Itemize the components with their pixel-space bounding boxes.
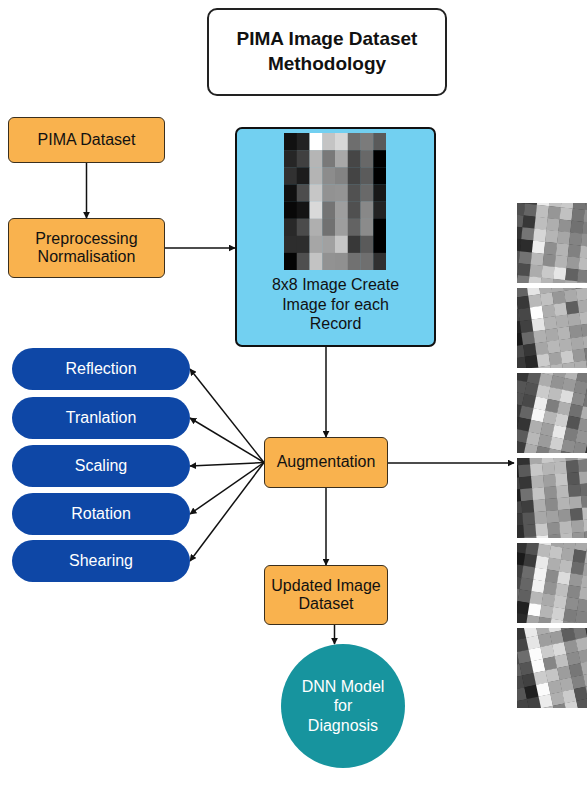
process-box: Updated Image Dataset <box>264 565 388 625</box>
node-label: Shearing <box>69 552 133 570</box>
process-box: Augmentation <box>264 437 388 488</box>
node-label: Rotation <box>71 505 131 523</box>
process-box: PIMA Dataset <box>8 117 165 163</box>
node-label: PIMA Dataset <box>38 131 136 149</box>
connector-arrow <box>165 247 235 249</box>
node-label: DNN Model for Diagnosis <box>301 677 385 735</box>
connector-arrow <box>325 347 327 437</box>
connector-arrow <box>190 463 264 515</box>
connector-arrow <box>190 463 264 467</box>
pixel-image <box>284 133 386 270</box>
connector-arrow <box>325 488 327 565</box>
process-box: Preprocessing Normalisation <box>8 218 165 278</box>
title-box: PIMA Image Dataset Methodology <box>207 8 447 96</box>
node-label: Reflection <box>65 360 136 378</box>
node-label: 8x8 Image Create Image for each Record <box>256 275 416 333</box>
augmentation-pill: Shearing <box>12 540 190 582</box>
connector-arrow <box>190 463 264 562</box>
arrow-to-images <box>388 462 514 464</box>
image-tiles <box>500 190 587 725</box>
node-label: Augmentation <box>277 453 376 471</box>
node-label: Tranlation <box>66 409 137 427</box>
augmentation-pill: Tranlation <box>12 397 190 439</box>
node-label: Preprocessing Normalisation <box>15 230 158 267</box>
connector-arrow <box>190 418 264 463</box>
augmentation-pill: Rotation <box>12 493 190 535</box>
diagram-title: PIMA Image Dataset Methodology <box>223 27 431 76</box>
augmentation-pill: Reflection <box>12 348 190 390</box>
model-circle: DNN Model for Diagnosis <box>281 644 405 768</box>
node-label: Updated Image Dataset <box>271 577 381 614</box>
connector-arrow <box>334 625 336 644</box>
augmentation-pill: Scaling <box>12 445 190 487</box>
connector-arrow <box>86 163 88 218</box>
node-label: Scaling <box>75 457 127 475</box>
connector-arrow <box>190 369 264 463</box>
